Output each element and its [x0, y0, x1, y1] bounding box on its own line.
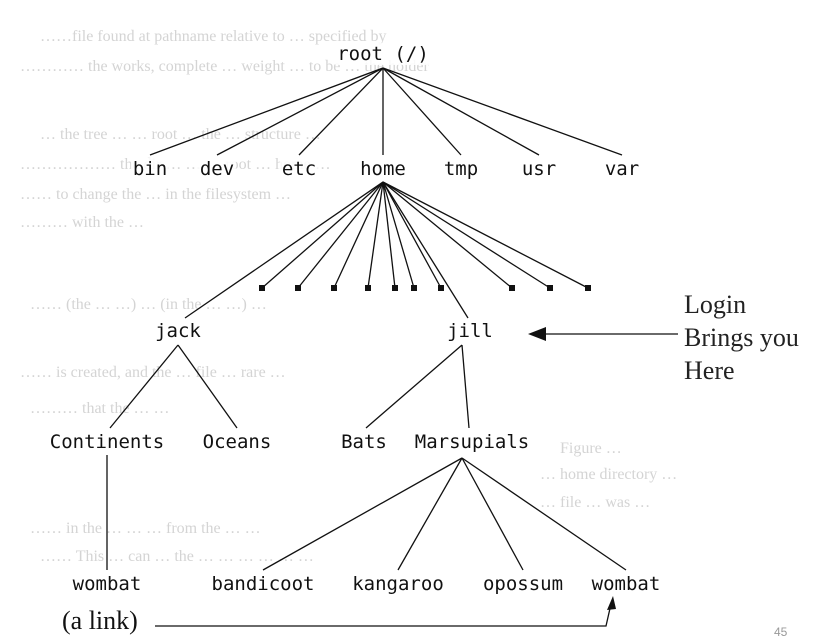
edge-marsupials-kangaroo — [397, 457, 463, 571]
node-wombat-link: wombat — [70, 573, 144, 595]
edge-jack-oceans — [177, 344, 238, 429]
login-callout: Login Brings you Here — [684, 288, 799, 387]
edge-jack-continents — [109, 344, 179, 429]
node-usr: usr — [519, 158, 559, 180]
node-bin: bin — [130, 158, 170, 180]
login-arrow-head — [528, 327, 546, 341]
node-opossum: opossum — [480, 573, 566, 595]
user-dot-6 — [411, 285, 417, 291]
edge-home-user-7 — [382, 181, 442, 289]
edge-home-user-4 — [367, 181, 384, 289]
edge-root-dev — [216, 67, 384, 156]
user-dot-7 — [438, 285, 444, 291]
edge-home-jack — [184, 181, 384, 319]
node-wombat: wombat — [589, 573, 663, 595]
edge-root-var — [382, 67, 623, 156]
node-etc: etc — [279, 158, 319, 180]
user-dot-9 — [547, 285, 553, 291]
edge-home-user-6 — [382, 181, 415, 289]
node-tmp: tmp — [441, 158, 481, 180]
node-kangaroo: kangaroo — [350, 573, 446, 595]
edge-home-user-1 — [261, 181, 384, 289]
login-callout-line-1: Login — [684, 290, 747, 319]
edge-root-bin — [149, 67, 384, 156]
link-note: (a link) — [62, 606, 138, 635]
user-dot-2 — [295, 285, 301, 291]
edge-marsupials-bandicoot — [262, 457, 463, 571]
node-bats: Bats — [339, 431, 389, 453]
user-dot-10 — [585, 285, 591, 291]
node-root: root (/) — [335, 43, 431, 65]
edge-home-jill — [382, 181, 469, 319]
login-callout-line-3: Here — [684, 356, 735, 385]
link-arrow-head — [607, 596, 616, 610]
user-dot-4 — [365, 285, 371, 291]
node-marsupials: Marsupials — [412, 431, 532, 453]
edge-home-user-8 — [382, 181, 513, 289]
edge-home-user-10 — [382, 181, 589, 289]
edge-jill-bats — [365, 344, 463, 429]
page-number: 45 — [774, 625, 788, 639]
node-var: var — [602, 158, 642, 180]
user-dot-8 — [509, 285, 515, 291]
edge-jill-marsupials — [461, 344, 470, 429]
edge-home-user-9 — [382, 181, 551, 289]
user-dot-3 — [331, 285, 337, 291]
edge-home-user-2 — [297, 181, 384, 289]
edge-root-etc — [298, 67, 384, 156]
edge-marsupials-wombat — [461, 457, 627, 571]
node-bandicoot: bandicoot — [209, 573, 317, 595]
node-home: home — [358, 158, 408, 180]
edge-home-user-5 — [382, 181, 396, 289]
edge-root-tmp — [382, 67, 462, 156]
node-jack: jack — [153, 320, 203, 342]
node-continents: Continents — [47, 431, 167, 453]
node-dev: dev — [197, 158, 237, 180]
user-dot-1 — [259, 285, 265, 291]
login-callout-line-2: Brings you — [684, 323, 799, 352]
node-jill: jill — [445, 320, 495, 342]
link-arrow-line — [155, 603, 612, 627]
edge-marsupials-opossum — [461, 457, 524, 571]
edge-home-user-3 — [333, 181, 384, 289]
edge-root-usr — [382, 67, 540, 156]
user-dot-5 — [392, 285, 398, 291]
node-oceans: Oceans — [200, 431, 274, 453]
